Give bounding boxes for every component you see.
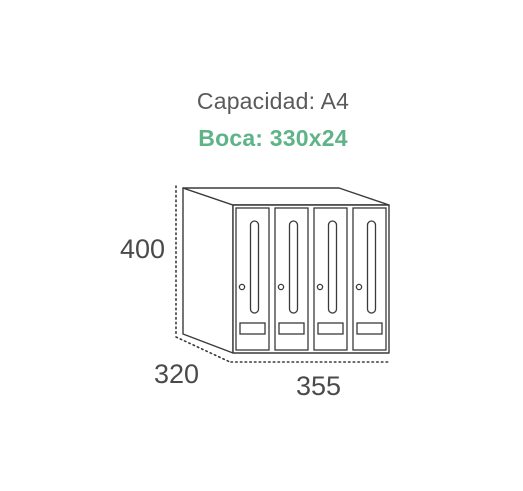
- mailbox-door: [352, 207, 387, 351]
- mailbox-cabinet: [182, 187, 390, 354]
- height-dimension-label: 400: [120, 234, 166, 264]
- door-lock-icon: [355, 283, 363, 291]
- mailbox-door: [313, 207, 348, 351]
- mailbox-doors: [235, 207, 387, 351]
- name-plate: [239, 322, 266, 335]
- mail-slot: [366, 220, 377, 314]
- width-dimension-label: 355: [296, 371, 342, 401]
- mailbox-door: [274, 207, 309, 351]
- mouth-size-label: Boca: 330x24: [198, 125, 348, 151]
- dimension-guides: [175, 185, 391, 363]
- door-lock-icon: [238, 283, 246, 291]
- door-lock-icon: [277, 283, 285, 291]
- name-plate: [317, 322, 344, 335]
- door-lock-icon: [316, 283, 324, 291]
- mail-slot: [327, 220, 338, 314]
- cabinet-side: [182, 187, 234, 354]
- depth-dimension-label: 320: [154, 359, 200, 389]
- mail-slot: [249, 220, 260, 314]
- name-plate: [278, 322, 305, 335]
- mail-slot: [288, 220, 299, 314]
- name-plate: [356, 322, 383, 335]
- mailbox-door: [235, 207, 270, 351]
- capacity-label: Capacidad: A4: [196, 88, 350, 114]
- depth-guide-line: [175, 336, 231, 363]
- cabinet-front: [232, 204, 390, 354]
